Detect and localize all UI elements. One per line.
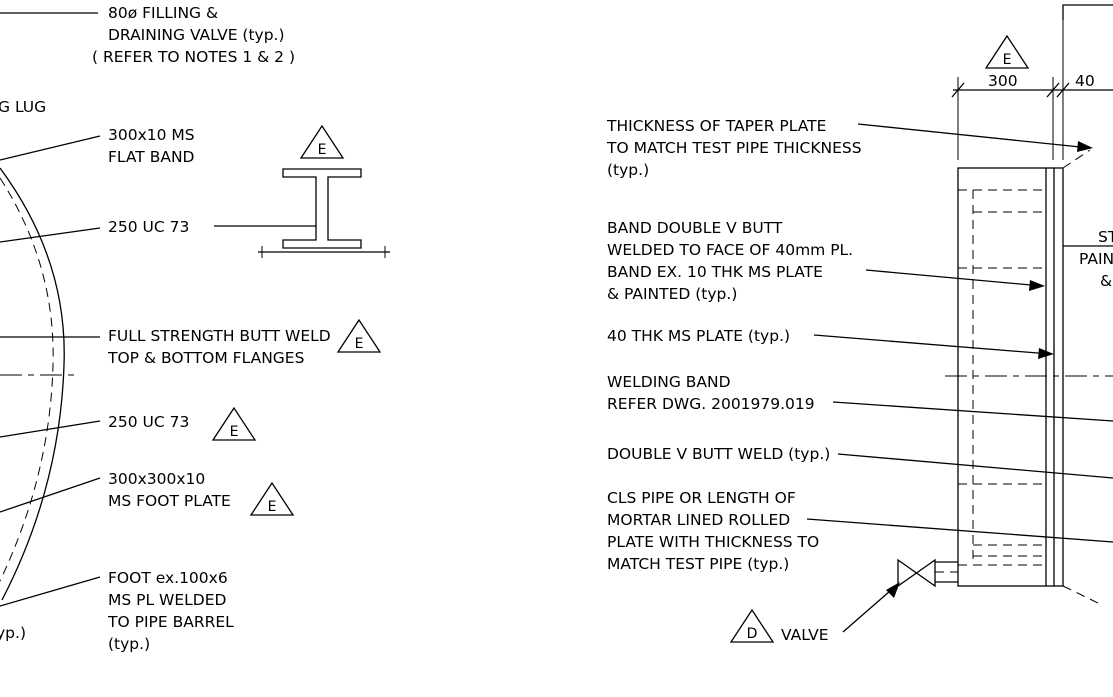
typ-partial-label: yp.) [0,624,26,642]
uc-top-leader-a [0,227,101,243]
rev-triangle-e-4: E [249,481,295,516]
rev-triangle-e-3: E [211,406,257,441]
bandv-note-line4: & PAINTED (typ.) [607,285,737,303]
valve-note-line1: 80ø FILLING & [108,4,218,22]
cls-note-line4: MATCH TEST PIPE (typ.) [607,555,789,573]
i-beam-section [258,168,390,258]
plate40-note: 40 THK MS PLATE (typ.) [607,327,790,345]
foot-line3: TO PIPE BARREL [107,613,234,631]
taper-note-line2: TO MATCH TEST PIPE THICKNESS [606,139,862,157]
cut-label-line2: PAIN [1079,250,1113,268]
uc-mid-label: 250 UC 73 [108,413,189,431]
plate40-leader [813,334,1051,355]
bandv-leader [865,269,1043,287]
butt-weld-line1: FULL STRENGTH BUTT WELD [108,327,331,345]
pipe-inner-arc [0,177,54,582]
svg-text:E: E [318,142,327,158]
valve-note-line3: ( REFER TO NOTES 1 & 2 ) [92,48,295,66]
foot-line4: (typ.) [108,635,150,653]
taper-leader [857,123,1091,149]
rev-triangle-e-dim: E [984,34,1030,69]
dim-300-label: 300 [988,72,1018,90]
butt-weld-line2: TOP & BOTTOM FLANGES [107,349,304,367]
rev-triangle-d: D [729,608,775,643]
wband-leader [832,401,1113,422]
cut-label-line1: ST [1098,228,1113,246]
top-dim-corner [1062,4,1113,20]
dvweld-note: DOUBLE V BUTT WELD (typ.) [607,445,830,463]
uc-mid-leader [0,420,101,438]
cut-label-line3: & [1100,272,1112,290]
wband-note-line1: WELDING BAND [607,373,731,391]
flat-band-line1: 300x10 MS [108,126,195,144]
svg-text:D: D [747,626,758,642]
valve-label-arrow [886,582,900,598]
plate40-arrow [1038,348,1054,359]
dvweld-leader [837,453,1113,479]
foot-line1: FOOT ex.100x6 [108,569,228,587]
foot-leader [0,576,101,607]
bandv-note-line2: WELDED TO FACE OF 40mm PL. [607,241,853,259]
flat-band-line2: FLAT BAND [108,148,195,166]
rev-triangle-e-1: E [299,124,345,159]
wband-note-line2: REFER DWG. 2001979.019 [607,395,815,413]
foot-plate-leader [0,477,101,513]
foot-line2: MS PL WELDED [108,591,227,609]
svg-text:E: E [355,336,364,352]
svg-text:E: E [268,499,277,515]
bandv-arrow [1029,280,1045,291]
svg-text:E: E [230,424,239,440]
flat-band-leader [0,135,101,161]
cls-note-line3: PLATE WITH THICKNESS TO [607,533,819,551]
valve-note-line2: DRAINING VALVE (typ.) [108,26,285,44]
right-section: E 300 40 [606,4,1113,644]
pipe-outer-arc [0,167,65,601]
cls-leader [806,518,1113,543]
svg-text:E: E [1003,52,1012,68]
dimension-300-40: 300 40 [951,20,1113,160]
rev-triangle-e-2: E [336,318,382,353]
taper-note-line1: THICKNESS OF TAPER PLATE [606,117,826,135]
taper-note-line3: (typ.) [607,161,649,179]
pipe-assembly [897,149,1101,605]
left-section: 80ø FILLING & DRAINING VALVE (typ.) ( RE… [0,4,390,653]
dim-40-label: 40 [1075,72,1095,90]
cls-note-line2: MORTAR LINED ROLLED [607,511,790,529]
lug-note: G LUG [0,98,46,116]
foot-plate-line1: 300x300x10 [108,470,205,488]
foot-plate-line2: MS FOOT PLATE [108,492,231,510]
bandv-note-line1: BAND DOUBLE V BUTT [607,219,783,237]
uc-top-label: 250 UC 73 [108,218,189,236]
taper-arrow [1077,141,1093,152]
bandv-note-line3: BAND EX. 10 THK MS PLATE [607,263,823,281]
valve-label: VALVE [781,626,829,644]
cls-note-line1: CLS PIPE OR LENGTH OF [607,489,796,507]
